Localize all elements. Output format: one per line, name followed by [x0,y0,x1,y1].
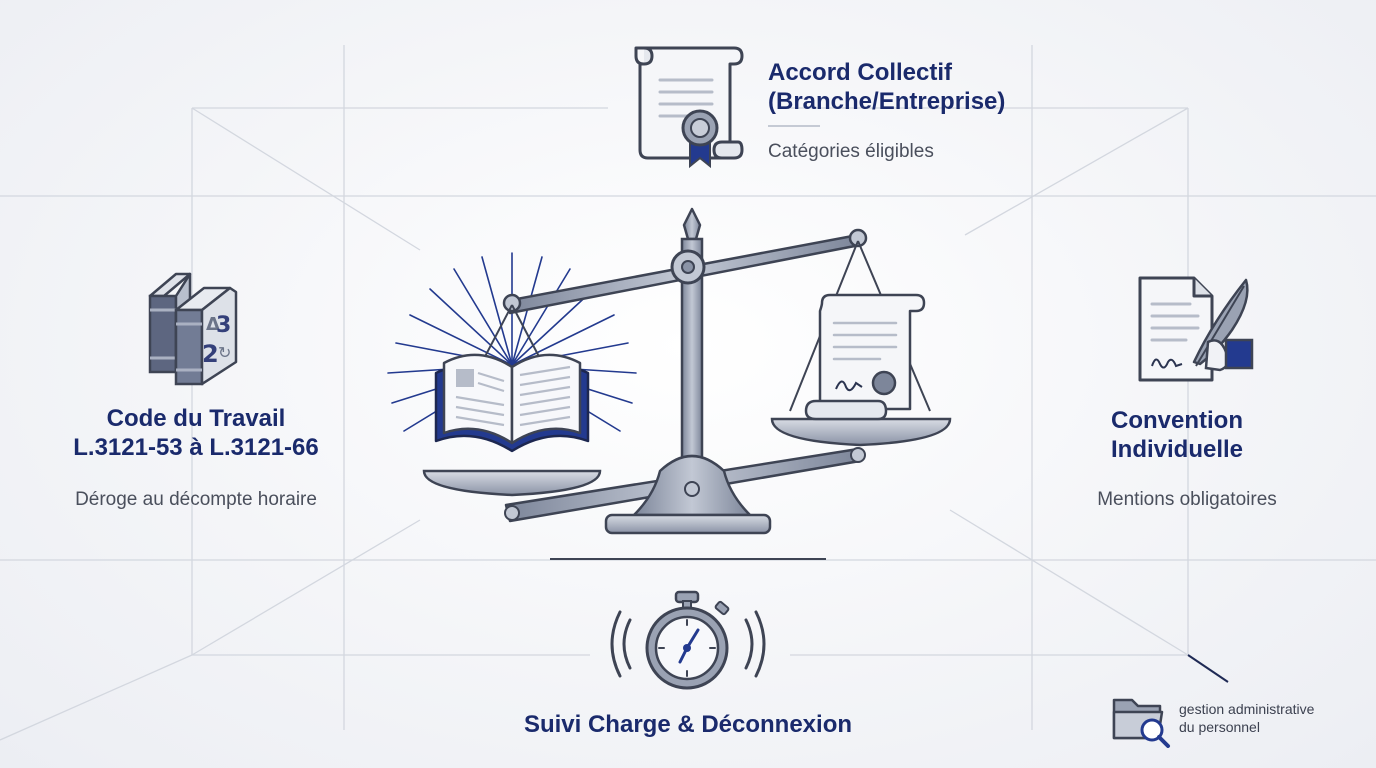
top-node-title: Accord Collectif (Branche/Entreprise) [768,58,1005,116]
bottom-node-title: Suivi Charge & Déconnexion [523,711,853,738]
left-node-subtitle: Déroge au décompte horaire [75,489,317,510]
svg-text:2: 2 [202,340,219,368]
right-node-title-line2: Individuelle [1110,436,1244,463]
balance-scale-icon [387,207,952,560]
stopwatch-icon [610,590,766,690]
top-node-title-line2: (Branche/Entreprise) [768,88,1006,115]
left-node-title-line1: Code du Travail [106,405,286,432]
folder-search-icon [1112,698,1170,748]
open-book-icon [434,353,590,453]
law-books-icon: Δ 3 2 ↻ [148,272,238,386]
footer-caption-line2: du personnel [1179,719,1260,735]
contract-scroll-icon [804,293,926,421]
right-node-title: Convention Individuelle [1052,406,1302,464]
right-node-title-line1: Convention [1111,407,1243,434]
certificate-scroll-icon [634,46,744,169]
svg-text:Δ: Δ [206,314,220,335]
left-node-title-line2: L.3121-53 à L.3121-66 [73,434,319,461]
right-node-subtitle: Mentions obligatoires [1097,489,1277,510]
left-node-title: Code du Travail L.3121-53 à L.3121-66 [46,404,346,462]
signed-contract-icon [1138,276,1254,382]
svg-text:3: 3 [216,313,231,338]
top-node-subtitle: Catégories éligibles [768,141,934,162]
top-node-divider [768,125,820,127]
footer-caption-line1: gestion administrative [1179,701,1315,717]
footer-caption: gestion administrative du personnel [1179,700,1314,736]
top-node-title-line1: Accord Collectif [768,59,953,86]
svg-text:↻: ↻ [218,343,231,362]
